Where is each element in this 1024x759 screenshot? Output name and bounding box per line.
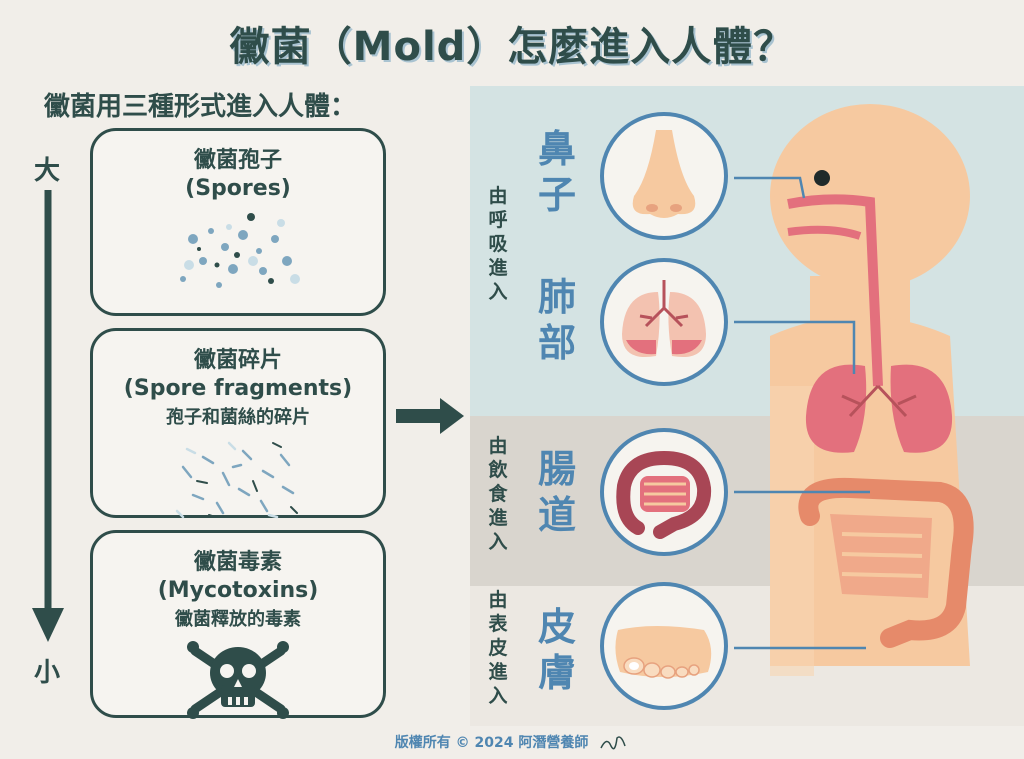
fragments-title: 黴菌碎片	[193, 348, 282, 373]
page-title: 黴菌（Mold）怎麼進入人體？	[229, 24, 795, 70]
subtitle: 黴菌用三種形式進入人體：	[44, 92, 357, 122]
mycotoxins-title: 黴菌毒素	[193, 550, 282, 575]
fragments-english: (Spore fragments)	[123, 376, 353, 401]
spores-english: (Spores)	[185, 176, 291, 201]
nose-icon	[632, 130, 696, 218]
right-arrow	[396, 398, 464, 434]
spores-dots	[180, 213, 300, 288]
lungs-circle	[600, 258, 728, 386]
mycotoxins-desc: 黴菌釋放的毒素	[175, 609, 301, 630]
nose-circle	[600, 112, 728, 240]
fragments-lines	[175, 441, 298, 519]
organ-label-lungs: 肺部	[537, 275, 576, 365]
route-digestive: 由飲食進入	[488, 435, 508, 553]
mycotoxins-box: 黴菌毒素 (Mycotoxins) 黴菌釋放的毒素	[90, 530, 386, 719]
organ-label-skin: 皮膚	[537, 605, 576, 695]
intestine-circle	[600, 428, 728, 556]
mycotoxins-english: (Mycotoxins)	[157, 578, 319, 603]
size-big-label: 大	[34, 156, 61, 186]
footer: 版權所有 © 2024 阿潛營養師	[0, 732, 1024, 754]
spores-title: 黴菌孢子	[193, 148, 282, 173]
organ-label-intestine: 腸道	[537, 447, 576, 537]
human-body	[734, 104, 974, 676]
down-arrow	[32, 190, 64, 642]
signature-mark	[600, 736, 626, 750]
foot-icon	[615, 626, 712, 679]
size-small-label: 小	[34, 658, 61, 688]
lungs-icon	[622, 280, 706, 358]
copyright-text: 版權所有 © 2024 阿潛營養師	[394, 735, 589, 751]
organ-label-nose: 鼻子	[537, 127, 576, 217]
route-respiratory: 由呼吸進入	[488, 185, 508, 303]
fragments-box: 黴菌碎片 (Spore fragments) 孢子和菌絲的碎片	[90, 328, 386, 519]
skull-crossbones-icon	[187, 641, 289, 719]
route-skin: 由表皮進入	[488, 589, 508, 707]
fragments-desc: 孢子和菌絲的碎片	[166, 407, 310, 428]
spores-box: 黴菌孢子 (Spores)	[90, 128, 386, 316]
intestine-icon	[616, 450, 712, 539]
foot-circle	[600, 582, 728, 710]
